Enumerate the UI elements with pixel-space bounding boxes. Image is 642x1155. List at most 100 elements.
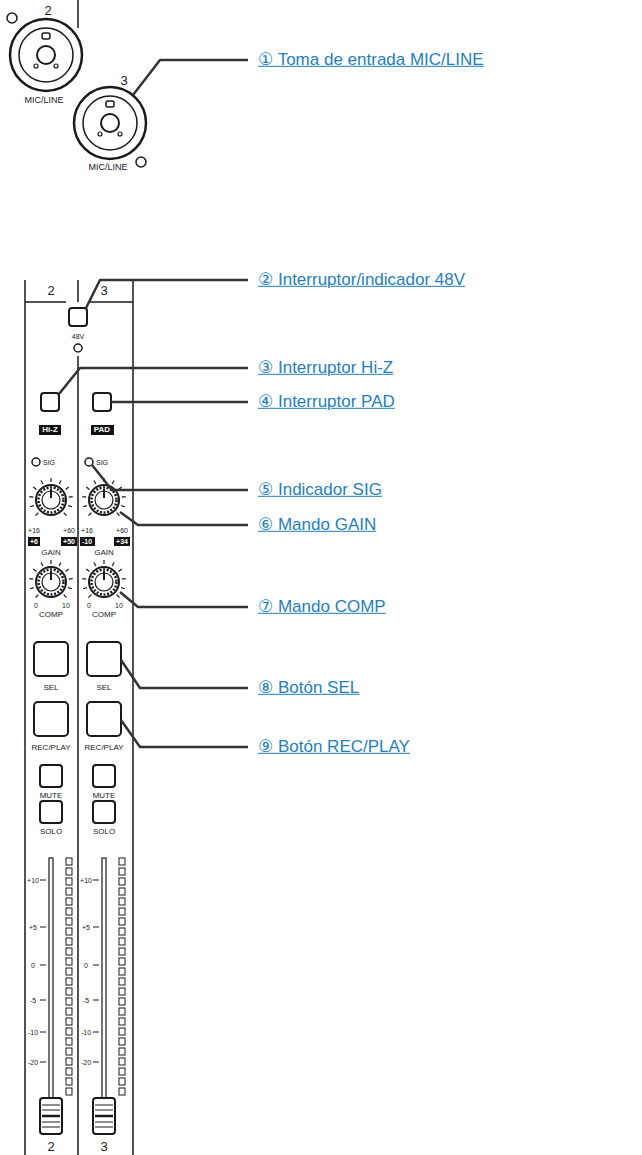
scale-label: -10 [81, 1029, 91, 1036]
jack-ring [83, 96, 137, 150]
meter-segment [119, 858, 125, 865]
meter-segment [119, 1068, 125, 1075]
leader-line [111, 401, 248, 404]
mute-button [93, 765, 115, 787]
jack-ring-led [136, 157, 146, 167]
fader-groove [95, 1127, 113, 1128]
scale-label: +5 [82, 924, 90, 931]
scale-label: -10 [28, 1029, 38, 1036]
scale-label: +16 [81, 527, 93, 534]
meter-segment [66, 898, 72, 905]
meter-segment [119, 868, 125, 875]
callout-label: ⑨ Botón REC/PLAY [258, 737, 410, 757]
jack-hole [101, 114, 119, 132]
meter-segment [66, 888, 72, 895]
rotary-knob [29, 560, 72, 598]
jack-pin [54, 64, 58, 68]
callout-label: ⑥ Mando GAIN [258, 515, 376, 535]
meter-segment [66, 918, 72, 925]
channel-number: 2 [44, 4, 51, 17]
leader-line [59, 368, 248, 394]
knob-tick [66, 569, 69, 571]
knob-tick [122, 578, 126, 580]
meter-segment [66, 988, 72, 995]
tag-text: +6 [28, 537, 40, 546]
tag-text: +34 [114, 537, 130, 546]
knob-tick [68, 506, 72, 507]
meter-segment [66, 938, 72, 945]
knob-tick [69, 496, 73, 498]
gain-range-tag: +34 [114, 537, 130, 546]
knob-tick [41, 562, 43, 566]
pad-button [93, 393, 111, 411]
scale-tick [40, 927, 46, 928]
channel-number: 3 [100, 284, 107, 297]
meter-segment [66, 1058, 72, 1065]
meter-segment [66, 1078, 72, 1085]
fader-groove [42, 1110, 60, 1111]
knob-tick [50, 478, 51, 482]
scale-tick [40, 1062, 46, 1063]
rotary-knob [82, 478, 125, 516]
scale-tick [93, 927, 99, 928]
phantom-led [74, 344, 82, 352]
tag-text: -10 [80, 537, 95, 546]
fader-groove [95, 1110, 113, 1111]
knob-tick [94, 562, 96, 566]
meter-segment [66, 878, 72, 885]
control-label: SOLO [40, 828, 62, 836]
meter-segment [66, 1068, 72, 1075]
hiz-button [41, 393, 59, 411]
knob-pointer [103, 571, 105, 580]
rec-play-button [34, 702, 68, 736]
meter-segment [119, 958, 125, 965]
channel-number: 2 [47, 1140, 54, 1153]
jack-ring-led [7, 13, 17, 23]
meter-segment [66, 948, 72, 955]
meter-segment [119, 948, 125, 955]
meter-segment [119, 1028, 125, 1035]
meter-segment [119, 938, 125, 945]
control-label: COMP [39, 611, 63, 619]
gain-range-tag: +6 [28, 537, 40, 546]
channel-number: 2 [47, 284, 54, 297]
meter-segment [119, 978, 125, 985]
meter-segment [119, 888, 125, 895]
meter-segment [119, 1038, 125, 1045]
knob-knurl [92, 570, 117, 595]
meter-segment [119, 918, 125, 925]
scale-label: +60 [116, 527, 128, 534]
meter-segment [119, 998, 125, 1005]
knob-tick [83, 506, 87, 507]
combo-jack [74, 87, 146, 159]
knob-tick [117, 595, 120, 598]
meter-segment [66, 968, 72, 975]
leader-line [121, 720, 248, 747]
meter-segment [119, 928, 125, 935]
fader-slot [102, 858, 106, 1134]
knob-tick [117, 513, 120, 516]
rotary-knob [29, 478, 72, 516]
knob-tick [68, 588, 72, 589]
knob-tick [30, 588, 34, 589]
knob-pointer [50, 571, 52, 580]
sig-led [85, 458, 93, 466]
rec-play-button [87, 702, 121, 736]
fader-cap [40, 1098, 62, 1134]
meter-segment [119, 1058, 125, 1065]
scale-tick [40, 1032, 46, 1033]
fader-slot [49, 858, 53, 1134]
solo-button [93, 801, 115, 823]
knob-tick [88, 595, 91, 598]
knob-tick [30, 506, 34, 507]
sel-button [34, 642, 68, 676]
scale-label: SIG [43, 459, 55, 466]
leader-line [121, 660, 248, 688]
fader-cap [93, 1098, 115, 1134]
knob-tick [64, 513, 67, 516]
meter-segment [119, 878, 125, 885]
meter-segment [66, 908, 72, 915]
sel-button [87, 642, 121, 676]
